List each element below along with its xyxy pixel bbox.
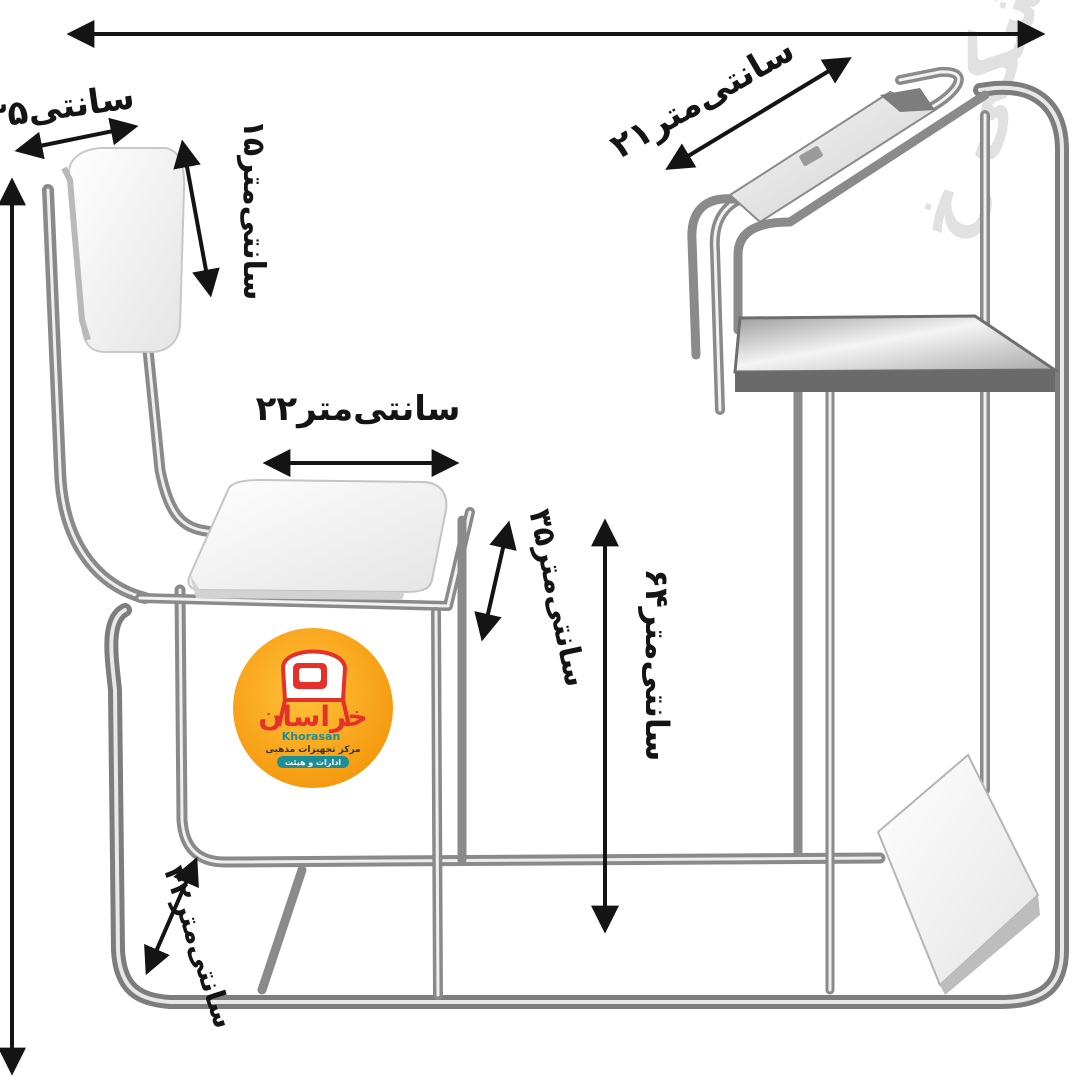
chair-logo-icon bbox=[277, 649, 351, 727]
logo-name-en: Khorasan bbox=[282, 730, 341, 743]
dimension-arrows bbox=[0, 20, 1046, 1076]
frame bbox=[42, 66, 1069, 1009]
arrow-seat-depth bbox=[474, 520, 517, 642]
seat-cushion bbox=[187, 478, 448, 600]
label-seat-depth: ۳۵سانتی‌متر bbox=[521, 506, 593, 690]
floor-brace bbox=[257, 865, 307, 995]
label-backrest-height: ۱۵سانتی‌متر bbox=[236, 120, 271, 301]
arrow-backrest-height bbox=[173, 139, 220, 298]
logo-tagline-2: ادارات و هیئت bbox=[285, 758, 341, 767]
brand-logo: خراسان Khorasan مرکز تجهیزات مذهبی ادارا… bbox=[233, 628, 393, 788]
arrow-desk-top bbox=[665, 57, 852, 170]
arrow-base-depth bbox=[144, 856, 199, 976]
arrow-backrest-width bbox=[14, 117, 139, 160]
backrest-cushion bbox=[61, 147, 186, 353]
label-backrest-width: ۳۵سانتی bbox=[0, 77, 137, 137]
label-seat-width: ۲۲سانتی‌متر bbox=[256, 389, 461, 429]
label-desk-height: ۶۴سانتی‌متر bbox=[638, 569, 676, 762]
desk-shelf bbox=[733, 314, 1060, 392]
logo-name-fa: خراسان bbox=[258, 700, 367, 733]
logo-tagline-1: مرکز تجهیزات مذهبی bbox=[265, 745, 360, 755]
footrest-panel bbox=[876, 753, 1040, 995]
